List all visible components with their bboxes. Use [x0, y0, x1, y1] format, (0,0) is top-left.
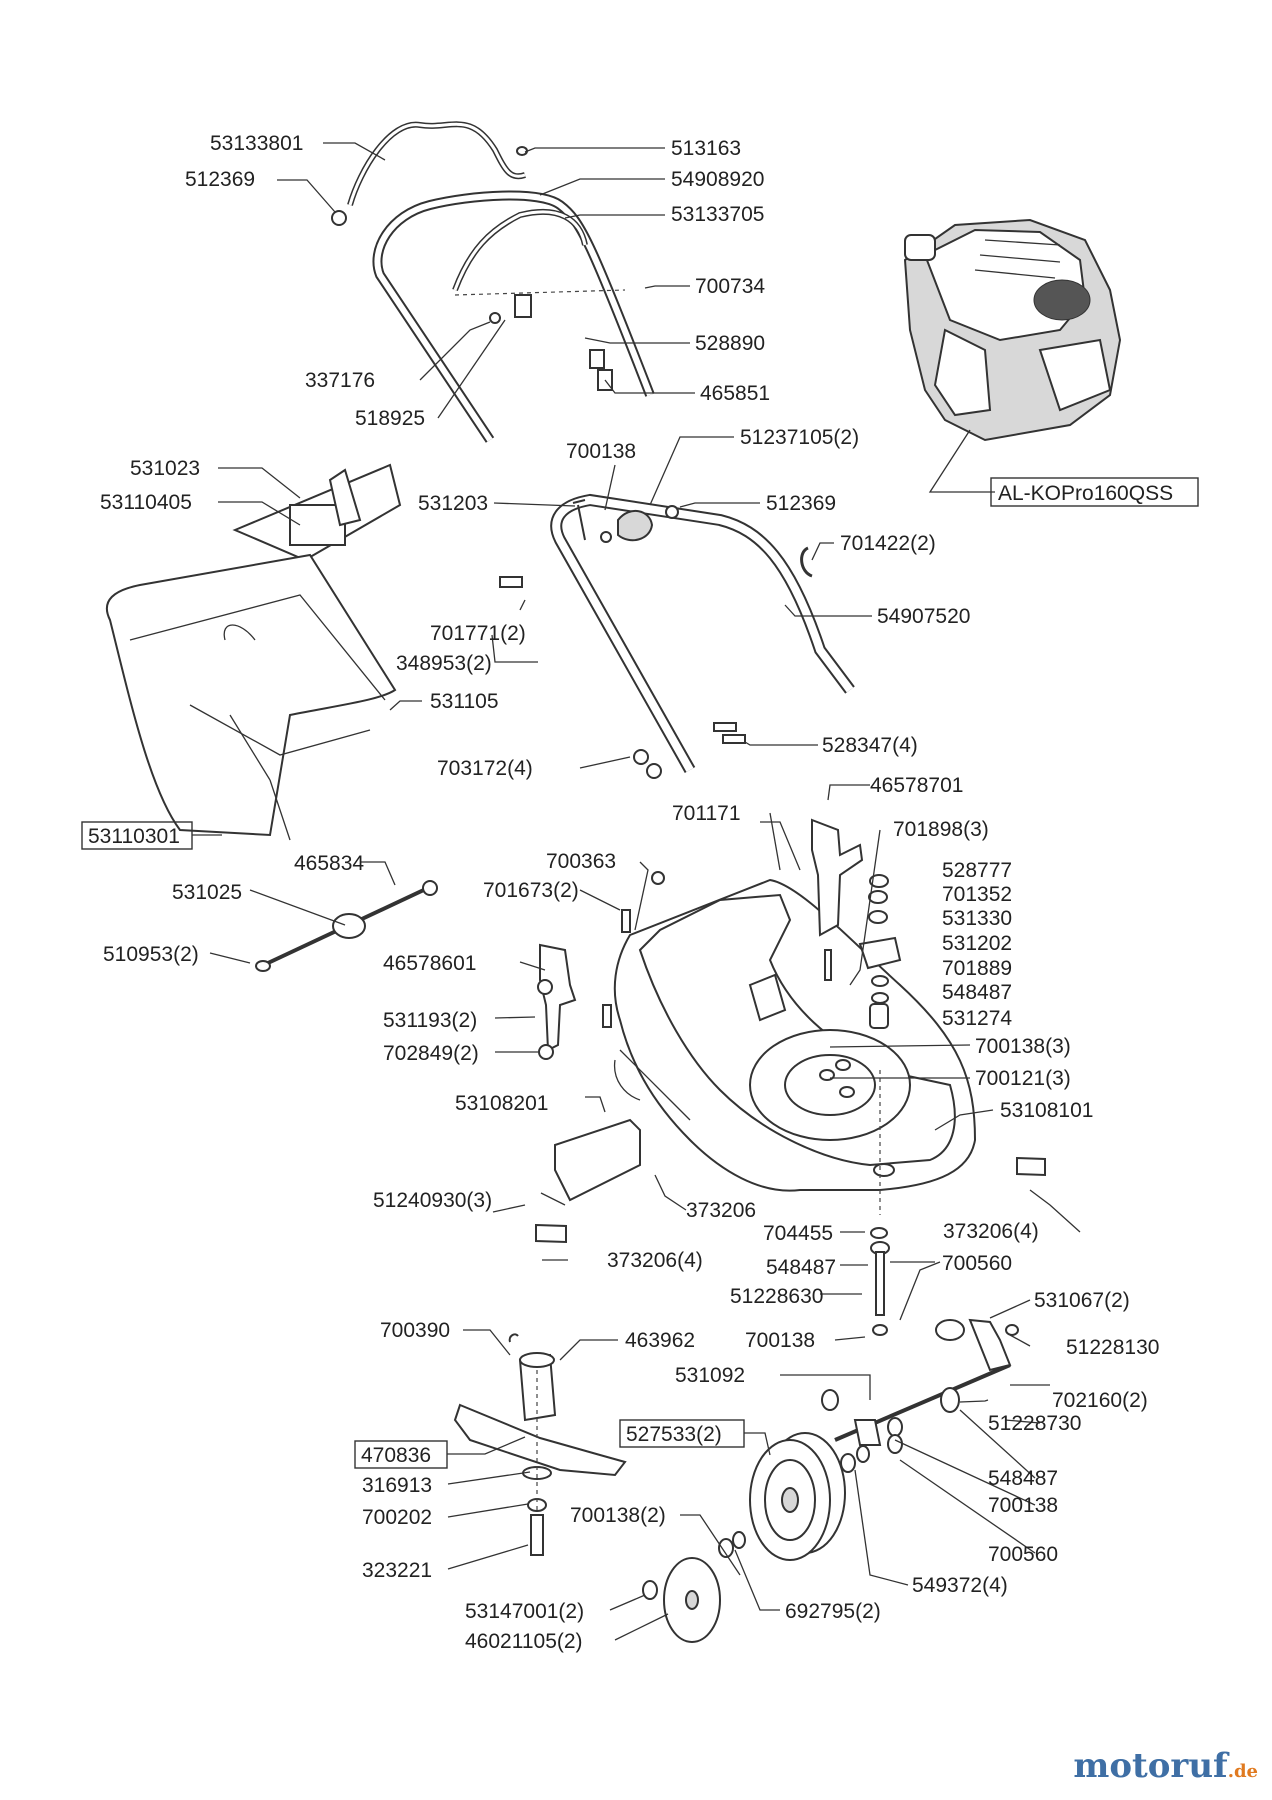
part-label-348953: 348953(2)	[396, 652, 492, 675]
part-label-700560-a: 700560	[942, 1252, 1012, 1275]
part-label-701171: 701171	[672, 802, 741, 825]
part-label-512369-b: 512369	[766, 492, 836, 515]
part-label-702849: 702849(2)	[383, 1042, 479, 1065]
part-label-531067: 531067(2)	[1034, 1289, 1130, 1312]
part-label-51228130: 51228130	[1066, 1336, 1159, 1359]
part-label-700390: 700390	[380, 1319, 450, 1342]
part-label-53147001: 53147001(2)	[465, 1600, 584, 1623]
part-label-53133801: 53133801	[210, 132, 303, 155]
part-label-700121: 700121(3)	[975, 1067, 1071, 1090]
part-label-701422: 701422(2)	[840, 532, 936, 555]
hardware-drawing	[537, 871, 902, 1336]
part-label-53108201: 53108201	[455, 1092, 548, 1115]
part-label-463962: 463962	[625, 1329, 695, 1352]
part-label-549372: 549372(4)	[912, 1574, 1008, 1597]
boxed-label-470836: 470836	[361, 1444, 431, 1467]
grass-bag-drawing	[105, 463, 402, 841]
part-label-54908920: 54908920	[671, 168, 764, 191]
part-label-531193: 531193(2)	[383, 1009, 477, 1032]
part-label-528777: 528777	[942, 859, 1012, 882]
part-label-548487-c: 548487	[988, 1467, 1058, 1490]
part-label-531025: 531025	[172, 881, 242, 904]
part-label-46578701: 46578701	[870, 774, 963, 797]
part-label-700138-a: 700138	[566, 440, 636, 463]
part-label-373206-b: 373206(4)	[943, 1220, 1039, 1243]
part-label-700734: 700734	[695, 275, 765, 298]
part-label-510953: 510953(2)	[103, 943, 199, 966]
part-label-531274: 531274	[942, 1007, 1012, 1030]
part-label-700138-d: 700138(2)	[570, 1504, 666, 1527]
wheel-assembly-drawing	[642, 1318, 1019, 1643]
part-label-704455: 704455	[763, 1222, 833, 1245]
part-label-703172: 703172(4)	[437, 757, 533, 780]
part-label-51228730: 51228730	[988, 1412, 1081, 1435]
part-label-700363: 700363	[546, 850, 616, 873]
part-label-548487-b: 548487	[766, 1256, 836, 1279]
site-brand-logo[interactable]: motoruf.de	[1073, 1746, 1258, 1786]
part-label-465834: 465834	[294, 852, 364, 875]
part-label-531202: 531202	[942, 932, 1012, 955]
part-label-51240930: 51240930(3)	[373, 1189, 492, 1212]
upper-handle-drawing	[331, 121, 655, 443]
brand-tld: .de	[1227, 1761, 1258, 1782]
part-label-700202: 700202	[362, 1506, 432, 1529]
engine-label: AL-KOPro160QSS	[998, 482, 1173, 505]
part-label-531330: 531330	[942, 907, 1012, 930]
blade-assembly-drawing	[453, 1333, 627, 1556]
part-label-528347: 528347(4)	[822, 734, 918, 757]
part-label-531203: 531203	[418, 492, 488, 515]
part-label-373206-c: 373206(4)	[607, 1249, 703, 1272]
part-label-51228630: 51228630	[730, 1285, 823, 1308]
part-label-53108101: 53108101	[1000, 1099, 1093, 1122]
part-label-512369-a: 512369	[185, 168, 255, 191]
leader-lines	[209, 142, 1081, 1641]
lower-handle-drawing	[499, 493, 855, 779]
part-label-701889: 701889	[942, 957, 1012, 980]
part-label-337176: 337176	[305, 369, 375, 392]
part-label-701771: 701771(2)	[430, 622, 526, 645]
part-label-701673: 701673(2)	[483, 879, 579, 902]
part-label-46578601: 46578601	[383, 952, 476, 975]
part-label-702160: 702160(2)	[1052, 1389, 1148, 1412]
part-label-700138-c: 700138	[745, 1329, 815, 1352]
part-label-51237105: 51237105(2)	[740, 426, 859, 449]
mower-deck-drawing	[613, 878, 977, 1192]
part-label-316913: 316913	[362, 1474, 432, 1497]
part-label-531105: 531105	[430, 690, 499, 713]
boxed-label-527533: 527533(2)	[626, 1423, 722, 1446]
part-label-531092: 531092	[675, 1364, 745, 1387]
part-label-513163: 513163	[671, 137, 741, 160]
rear-axle-drawing	[255, 880, 438, 972]
part-label-700138-b: 700138(3)	[975, 1035, 1071, 1058]
part-label-465851: 465851	[700, 382, 770, 405]
part-label-548487-a: 548487	[942, 981, 1012, 1004]
part-label-46021105: 46021105(2)	[465, 1630, 583, 1653]
boxed-label-53110301: 53110301	[88, 825, 180, 848]
part-label-53110405: 53110405	[100, 491, 192, 514]
engine-label-box	[990, 477, 1199, 507]
part-label-701898: 701898(3)	[893, 818, 989, 841]
part-label-373206-a: 373206	[686, 1199, 756, 1222]
part-label-518925: 518925	[355, 407, 425, 430]
part-label-692795: 692795(2)	[785, 1600, 881, 1623]
part-label-701352: 701352	[942, 883, 1012, 906]
part-label-528890: 528890	[695, 332, 765, 355]
part-label-700560-b: 700560	[988, 1543, 1058, 1566]
part-label-53133705: 53133705	[671, 203, 764, 226]
part-label-323221: 323221	[362, 1559, 432, 1582]
engine-drawing	[903, 218, 1122, 442]
part-label-531023: 531023	[130, 457, 200, 480]
part-label-700138-e: 700138	[988, 1494, 1058, 1517]
part-label-54907520: 54907520	[877, 605, 970, 628]
brand-name: motoruf	[1073, 1746, 1228, 1786]
